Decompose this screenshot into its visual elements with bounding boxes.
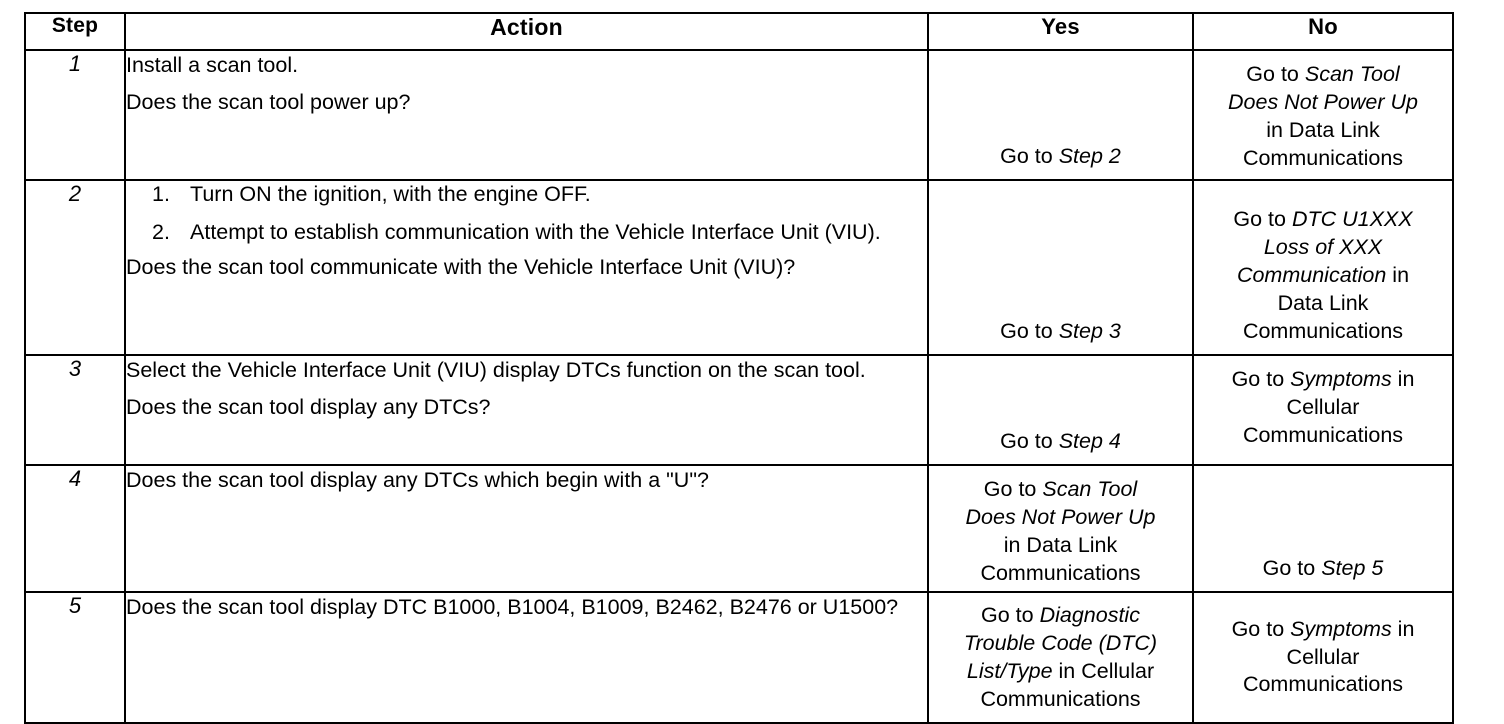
cell-text-line: Go to Symptoms in xyxy=(1231,367,1415,391)
cell-text-line: List/Type in Cellular xyxy=(966,659,1155,684)
cell-text-line: Does Not Power Up xyxy=(1194,89,1452,117)
no-result-cell: Go to Step 5 xyxy=(1192,464,1454,593)
action-paragraph: Does the scan tool power up? xyxy=(126,90,411,115)
yes-result-cell: Go to Step 2 xyxy=(927,49,1194,181)
cell-text-line: in Data Link xyxy=(1003,532,1118,557)
cell-text-line: Communications xyxy=(1242,422,1404,447)
list-item-marker: 2. xyxy=(152,219,170,244)
cell-text-line: Does Not Power Up xyxy=(929,504,1192,532)
cell-text: Go to Step 3 xyxy=(929,318,1192,346)
column-header-yes: Yes xyxy=(927,12,1194,51)
yes-result-cell: Go to Step 3 xyxy=(927,179,1194,356)
reference-title: Step 2 xyxy=(1058,144,1121,169)
cell-text-line: Cellular xyxy=(1286,394,1360,419)
reference-title: Step 3 xyxy=(1058,319,1121,344)
cell-text-line: in Data Link xyxy=(1266,117,1380,142)
reference-title: Step 4 xyxy=(1058,429,1121,454)
column-header-no: No xyxy=(1192,12,1454,51)
cell-text-line: Communications xyxy=(1242,672,1404,697)
reference-title: Does Not Power Up xyxy=(1228,89,1418,114)
list-item: 2.Attempt to establish communication wit… xyxy=(126,219,927,247)
reference-title: Trouble Code (DTC) xyxy=(963,631,1158,656)
action-cell: Select the Vehicle Interface Unit (VIU) … xyxy=(124,354,929,466)
cell-text-line: Go to Symptoms in xyxy=(1231,616,1415,641)
action-cell: Does the scan tool display any DTCs whic… xyxy=(124,464,929,593)
reference-title: List/Type xyxy=(966,659,1053,684)
reference-title: DTC U1XXX xyxy=(1291,207,1413,232)
cell-text-line: Go to Step 5 xyxy=(1262,556,1384,581)
column-header-step: Step xyxy=(24,12,126,51)
cell-text-line: Communications xyxy=(1242,145,1404,170)
cell-text-line: Loss of XXX xyxy=(1194,234,1452,262)
cell-text-line: Go to Step 2 xyxy=(1000,144,1121,169)
reference-title: Scan Tool xyxy=(1042,477,1138,501)
reference-title: Symptoms xyxy=(1290,367,1392,391)
reference-title: Loss of XXX xyxy=(1263,235,1383,260)
reference-title: Step 5 xyxy=(1321,556,1384,581)
cell-text-line: Communications xyxy=(980,687,1141,712)
action-ordered-list: 1.Turn ON the ignition, with the engine … xyxy=(126,181,927,247)
table-header: Step Action Yes No xyxy=(24,12,1454,51)
reference-title: Diagnostic xyxy=(1039,603,1140,628)
no-result-cell: Go to DTC U1XXX Loss of XXX Communication … xyxy=(1192,179,1454,356)
cell-text: Go to Step 4 xyxy=(929,428,1192,456)
step-number-cell: 2 xyxy=(24,179,126,356)
cell-text-line: Cellular xyxy=(1286,644,1360,669)
list-item: 1.Turn ON the ignition, with the engine … xyxy=(126,181,927,209)
cell-text-line: Communications xyxy=(1242,319,1404,344)
action-paragraph: Does the scan tool communicate with the … xyxy=(126,254,796,279)
cell-text: Go to Step 2 xyxy=(929,143,1192,171)
cell-text-line: Communications xyxy=(980,560,1141,585)
cell-text-line: Go to Scan Tool xyxy=(1246,62,1400,86)
step-number-cell: 4 xyxy=(24,464,126,593)
reference-title: Symptoms xyxy=(1290,616,1392,641)
cell-text-line: Go to Diagnostic xyxy=(981,603,1140,628)
cell-text-line: Go to Step 4 xyxy=(1000,429,1121,454)
cell-text-line: Data Link xyxy=(1277,291,1369,316)
step-number-cell: 3 xyxy=(24,354,126,466)
action-paragraph: Select the Vehicle Interface Unit (VIU) … xyxy=(126,358,866,382)
cell-text: Go to DTC U1XXX Loss of XXX Communication … xyxy=(1194,206,1452,346)
action-paragraph: Does the scan tool display any DTCs? xyxy=(126,395,491,420)
cell-text: Go to Step 5 xyxy=(1194,555,1452,583)
cell-text-line: Communication in xyxy=(1236,263,1410,288)
cell-text-line: Trouble Code (DTC) xyxy=(929,630,1192,658)
action-paragraph: Does the scan tool display DTC B1000, B1… xyxy=(126,595,899,619)
action-paragraph: Install a scan tool. xyxy=(126,53,299,77)
header-row: Step Action Yes No xyxy=(24,12,1454,51)
cell-text-line: Go to DTC U1XXX xyxy=(1233,207,1413,232)
reference-title: Scan Tool xyxy=(1304,62,1400,86)
action-cell: Does the scan tool display DTC B1000, B1… xyxy=(124,591,929,724)
action-paragraph: Does the scan tool display any DTCs whic… xyxy=(126,468,709,492)
step-number-cell: 5 xyxy=(24,591,126,724)
action-cell: 1.Turn ON the ignition, with the engine … xyxy=(124,179,929,356)
cell-text-line: Go to Step 3 xyxy=(1000,319,1121,344)
reference-title: Communication xyxy=(1236,263,1387,288)
action-cell: Install a scan tool. Does the scan tool p… xyxy=(124,49,929,181)
list-item-marker: 1. xyxy=(152,182,170,206)
cell-text-line: Go to Scan Tool xyxy=(983,477,1138,501)
yes-result-cell: Go to Step 4 xyxy=(927,354,1194,466)
column-header-action: Action xyxy=(124,12,929,51)
step-number-cell: 1 xyxy=(24,49,126,181)
reference-title: Does Not Power Up xyxy=(965,504,1156,529)
